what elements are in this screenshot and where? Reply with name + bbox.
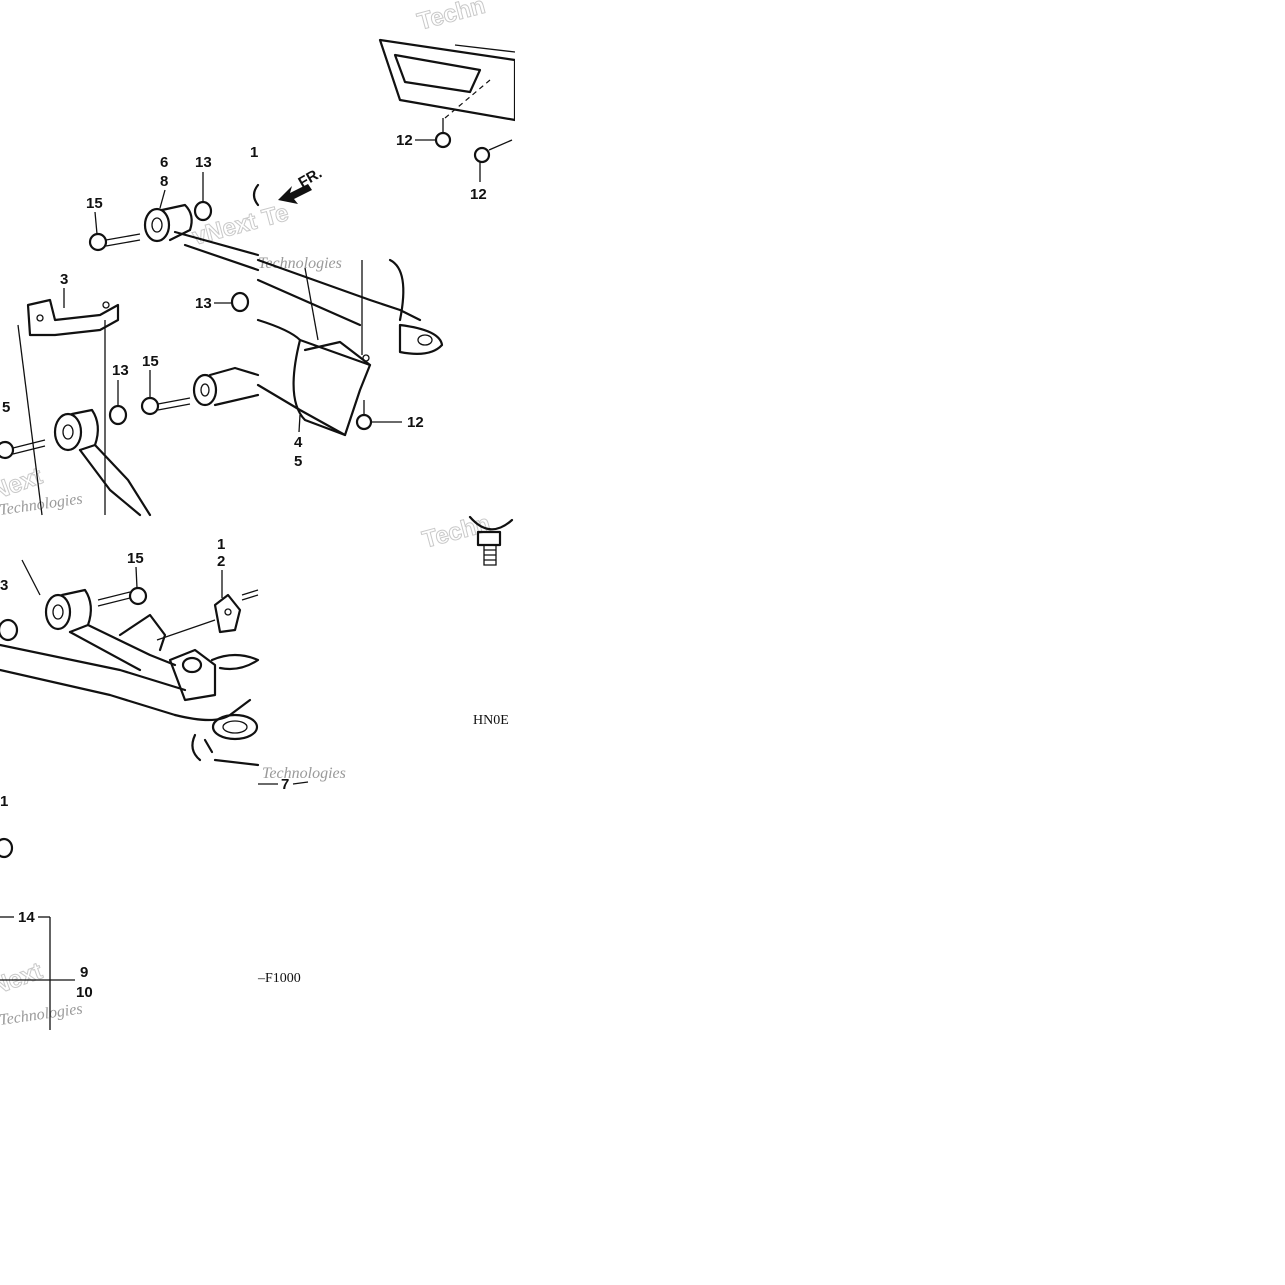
- callout-13: 13: [195, 295, 212, 312]
- callout-15: 15: [127, 550, 144, 567]
- nut-13a: [193, 200, 213, 222]
- callout-1: 1: [0, 793, 8, 810]
- skid-plate-front: [378, 38, 517, 122]
- bolt-5: [0, 439, 46, 460]
- clamp-bracket: [213, 593, 242, 634]
- callout-7: 7: [281, 776, 289, 793]
- callout-1: 1: [217, 536, 225, 553]
- part-code-label: –F1000: [257, 971, 301, 986]
- nut-3: [0, 618, 19, 642]
- callout-12: 12: [407, 414, 424, 431]
- bolt-12b: [473, 139, 513, 164]
- callout-13: 13: [112, 362, 129, 379]
- nut-13b: [230, 291, 250, 313]
- upper-arm-bushing: [143, 203, 260, 272]
- watermark: Technologies: [262, 765, 346, 782]
- frame-rail: [256, 258, 444, 355]
- watermark: vNext Te: [190, 199, 292, 251]
- callout-13: 13: [195, 154, 212, 171]
- callout-1: 1: [250, 144, 258, 161]
- callout-15: 15: [86, 195, 103, 212]
- part-code-label: HN0E: [473, 713, 509, 728]
- callout-4: 4: [294, 434, 303, 451]
- front-label: FR.: [296, 165, 325, 192]
- ball-joint: [468, 515, 514, 566]
- bolt-15a: [88, 232, 141, 252]
- skid-plate-middle: [256, 260, 372, 437]
- bracket-3: [26, 298, 120, 337]
- watermark: Techn: [415, 0, 489, 36]
- callout-12: 12: [470, 186, 487, 203]
- bolt-15b: [140, 396, 191, 416]
- bolt-small: [241, 589, 259, 601]
- bolt-12c: [355, 400, 373, 431]
- nut-bottom: [0, 837, 14, 859]
- callout-10: 10: [76, 984, 93, 1001]
- lower-arm-left: [53, 408, 152, 517]
- callout-5: 5: [294, 453, 302, 470]
- watermark: Next: [0, 957, 46, 1000]
- callout-14: 14: [18, 909, 35, 926]
- lower-arm-rear-bushing: [192, 366, 260, 407]
- bolt-15c: [97, 586, 148, 607]
- callout-3: 3: [0, 577, 8, 594]
- nut-13c: [108, 404, 128, 426]
- watermark: Technologies: [0, 1000, 84, 1029]
- bolt-12a: [434, 118, 452, 149]
- front-direction-arrow: FR.: [278, 165, 325, 204]
- callout-3: 3: [60, 271, 68, 288]
- ring-1: [252, 183, 260, 207]
- callout-5: 5: [2, 399, 10, 416]
- callout-9: 9: [80, 964, 88, 981]
- callout-8: 8: [160, 173, 168, 190]
- callout-12: 12: [396, 132, 413, 149]
- lower-arm-assembly: [0, 588, 260, 767]
- callout-6: 6: [160, 154, 168, 171]
- callout-15: 15: [142, 353, 159, 370]
- callout-2: 2: [217, 553, 225, 570]
